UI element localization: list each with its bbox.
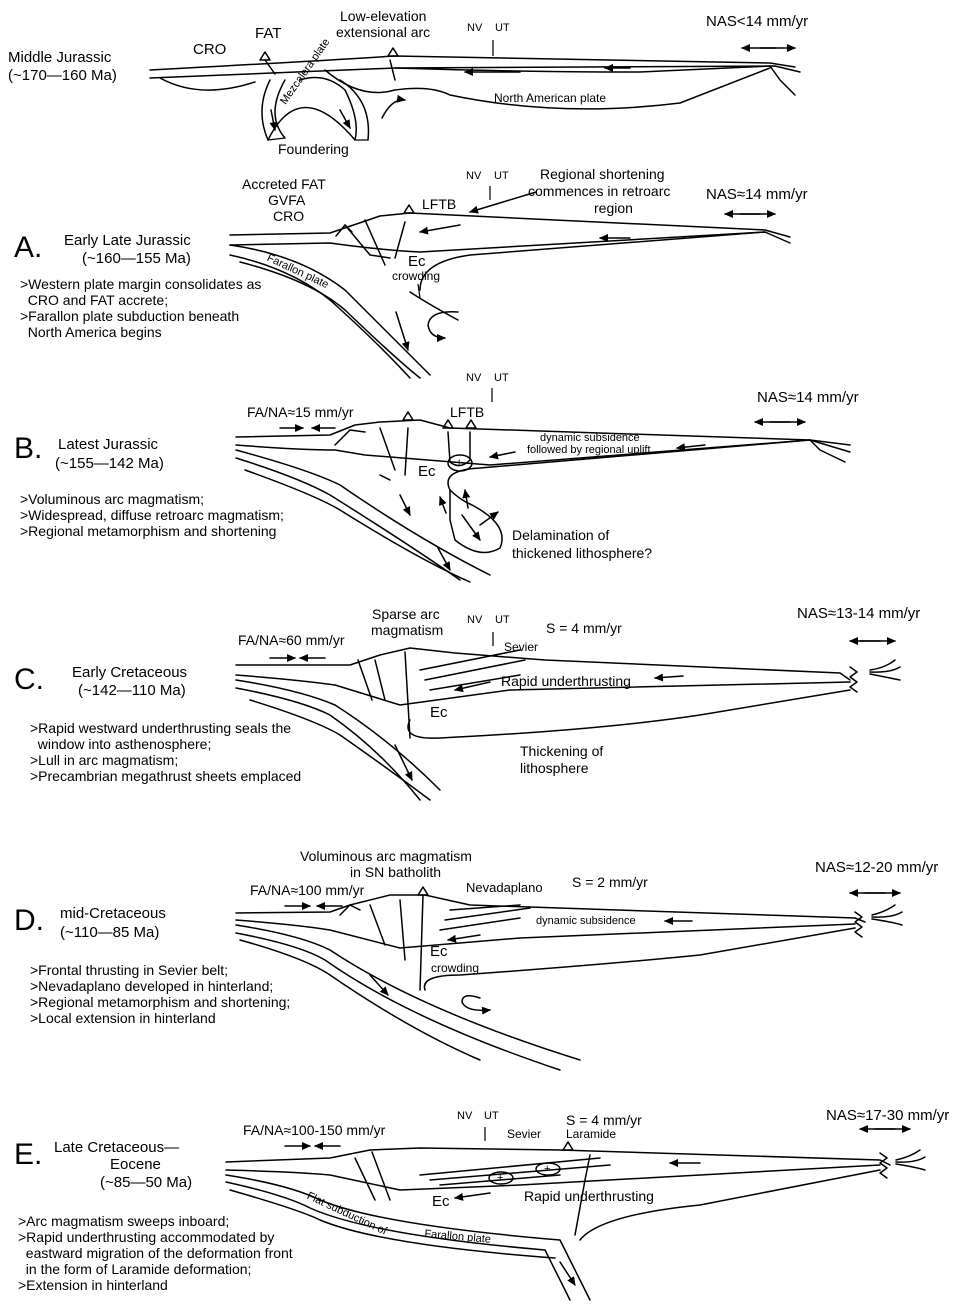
a-title: Early Late Jurassic <box>64 232 191 249</box>
c-ec: Ec <box>430 704 448 721</box>
a-cro: CRO <box>273 208 305 224</box>
mj-arc-1: Low-elevation <box>340 8 427 24</box>
c-nas: NAS≈13-14 mm/yr <box>797 605 921 622</box>
c-nv: NV <box>467 614 483 626</box>
panel-d <box>235 886 903 1071</box>
b-dyn-2: followed by regional uplift <box>527 444 651 456</box>
b-title: Latest Jurassic <box>58 436 159 453</box>
b-nas: NAS≈14 mm/yr <box>757 389 859 406</box>
b-delam-2: thickened lithosphere? <box>512 545 653 561</box>
panel-e <box>225 1125 926 1301</box>
e-age: (~85—50 Ma) <box>100 1174 193 1191</box>
e-letter: E. <box>14 1138 43 1171</box>
e-sevier: Sevier <box>507 1127 542 1141</box>
d-vol-2: in SN batholith <box>350 864 442 880</box>
a-nas: NAS≈14 mm/yr <box>706 186 808 203</box>
b-fana: FA/NA≈15 mm/yr <box>247 404 354 420</box>
a-ec: Ec <box>408 253 426 270</box>
mj-ut: UT <box>495 22 510 34</box>
panel-a <box>229 186 791 379</box>
a-letter: A. <box>14 231 43 264</box>
mj-plate: North American plate <box>494 91 607 105</box>
mj-title: Middle Jurassic <box>8 49 112 66</box>
b-ec: Ec <box>418 463 436 480</box>
b-nv: NV <box>466 372 482 384</box>
e-fana: FA/NA≈100-150 mm/yr <box>243 1122 386 1138</box>
e-ut: UT <box>484 1110 499 1122</box>
b-dyn-1: dynamic subsidence <box>540 432 640 444</box>
e-plus-2: + <box>544 1163 551 1175</box>
b-letter: B. <box>14 432 43 465</box>
mj-nv: NV <box>467 22 483 34</box>
b-delam-1: Delamination of <box>512 527 610 543</box>
d-title: mid-Cretaceous <box>60 905 166 922</box>
e-s: S = 4 mm/yr <box>566 1112 642 1128</box>
d-vol-1: Voluminous arc magmatism <box>300 848 472 864</box>
c-fana: FA/NA≈60 mm/yr <box>238 632 345 648</box>
a-lftb: LFTB <box>422 196 457 212</box>
b-ut: UT <box>494 372 509 384</box>
d-fana: FA/NA≈100 mm/yr <box>250 882 365 898</box>
panel-middle-jurassic <box>149 40 801 141</box>
b-plus: + <box>456 457 463 469</box>
panel-b <box>235 388 851 583</box>
a-gvfa: GVFA <box>268 192 306 208</box>
a-accreted: Accreted FAT <box>242 176 326 192</box>
a-notes: >Western plate margin consolidates as CR… <box>20 276 262 340</box>
c-title: Early Cretaceous <box>72 664 188 681</box>
a-regional-1: Regional shortening <box>540 166 665 182</box>
c-sparse-2: magmatism <box>371 622 444 638</box>
a-age: (~160—155 Ma) <box>82 250 191 267</box>
e-notes: >Arc magmatism sweeps inboard; >Rapid un… <box>18 1213 293 1293</box>
c-thick-2: lithosphere <box>520 760 589 776</box>
d-notes: >Frontal thrusting in Sevier belt; >Neva… <box>30 962 291 1026</box>
a-nv: NV <box>466 170 482 182</box>
d-s: S = 2 mm/yr <box>572 874 648 890</box>
e-plus-1: + <box>497 1172 504 1184</box>
a-regional-3: region <box>594 200 633 216</box>
b-age: (~155—142 Ma) <box>55 455 164 472</box>
e-title-1: Late Cretaceous— <box>54 1139 180 1156</box>
c-s: S = 4 mm/yr <box>546 620 622 636</box>
a-ut: UT <box>494 170 509 182</box>
mj-cro: CRO <box>193 41 227 58</box>
d-crowding: crowding <box>431 961 480 975</box>
a-crowding: crowding <box>392 269 441 283</box>
c-ut: UT <box>495 614 510 626</box>
d-letter: D. <box>14 904 44 937</box>
mj-nas: NAS<14 mm/yr <box>706 13 809 30</box>
c-sevier: Sevier <box>504 640 539 654</box>
c-notes: >Rapid westward underthrusting seals the… <box>30 720 302 784</box>
mj-age: (~170—160 Ma) <box>8 67 117 84</box>
c-letter: C. <box>14 663 44 696</box>
e-rapid: Rapid underthrusting <box>524 1188 654 1204</box>
e-title-2: Eocene <box>110 1156 161 1173</box>
d-dyn: dynamic subsidence <box>536 915 636 927</box>
e-ec: Ec <box>432 1193 450 1210</box>
d-age: (~110—85 Ma) <box>60 924 160 941</box>
c-age: (~142—110 Ma) <box>78 682 186 699</box>
d-nas: NAS≈12-20 mm/yr <box>815 859 939 876</box>
d-ec: Ec <box>430 943 448 960</box>
b-notes: >Voluminous arc magmatism; >Widespread, … <box>20 491 284 539</box>
c-thick-1: Thickening of <box>520 743 604 759</box>
c-rapid: Rapid underthrusting <box>501 673 631 689</box>
e-nv: NV <box>457 1110 473 1122</box>
panel-c <box>235 632 901 801</box>
mj-foundering: Foundering <box>278 141 349 157</box>
a-regional-2: commences in retroarc <box>528 183 671 199</box>
d-nevadaplano: Nevadaplano <box>466 880 543 895</box>
e-laramide: Laramide <box>566 1127 617 1141</box>
b-lftb: LFTB <box>450 404 485 420</box>
c-sparse-1: Sparse arc <box>372 606 440 622</box>
mj-arc-2: extensional arc <box>336 24 431 40</box>
e-nas: NAS≈17-30 mm/yr <box>826 1107 950 1124</box>
mj-fat: FAT <box>255 25 282 42</box>
